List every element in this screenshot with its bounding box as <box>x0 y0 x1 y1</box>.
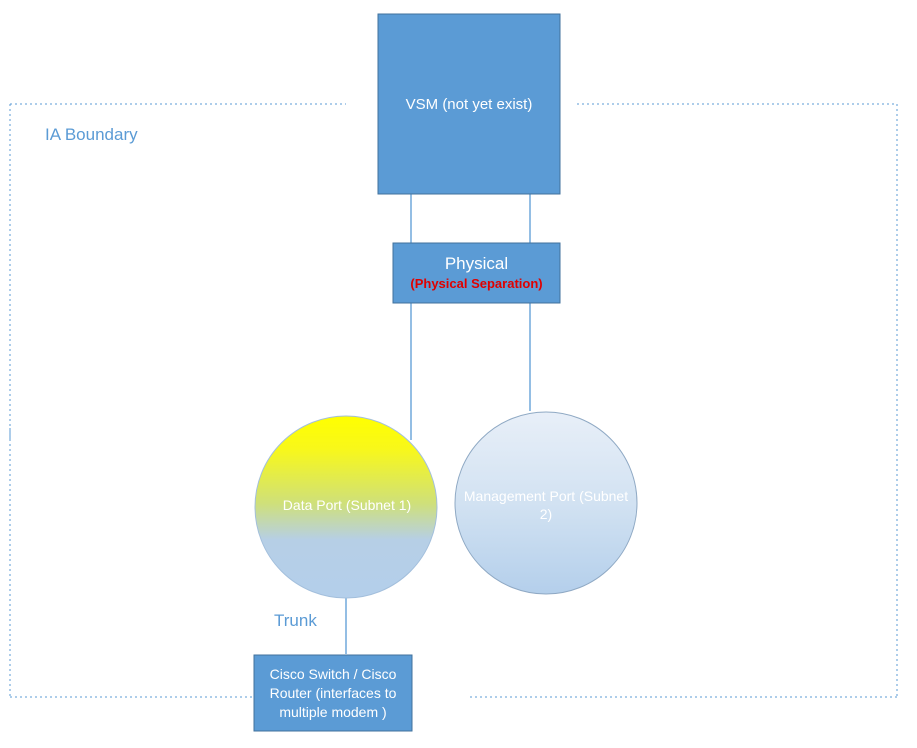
physical-label-group: Physical (Physical Separation) <box>393 243 560 303</box>
data-port-circle[interactable] <box>254 415 438 599</box>
management-port-circle[interactable] <box>454 411 638 595</box>
ia-boundary <box>9 103 898 698</box>
physical-box[interactable] <box>392 242 561 304</box>
data-port-label: Data Port (Subnet 1) <box>282 497 412 513</box>
physical-separation-label: (Physical Separation) <box>410 275 543 291</box>
physical-title: Physical <box>444 253 509 273</box>
management-port-label: Management Port (Subnet 2) <box>463 488 629 522</box>
ia-boundary-label: IA Boundary <box>45 125 138 144</box>
cisco-box[interactable] <box>253 654 413 732</box>
connector-lines <box>345 194 531 654</box>
trunk-label: Trunk <box>274 611 317 630</box>
cisco-label: Cisco Switch / Cisco Router (interfaces … <box>269 665 397 720</box>
vsm-label: VSM (not yet exist) <box>405 95 533 113</box>
vsm-box[interactable] <box>377 13 561 195</box>
